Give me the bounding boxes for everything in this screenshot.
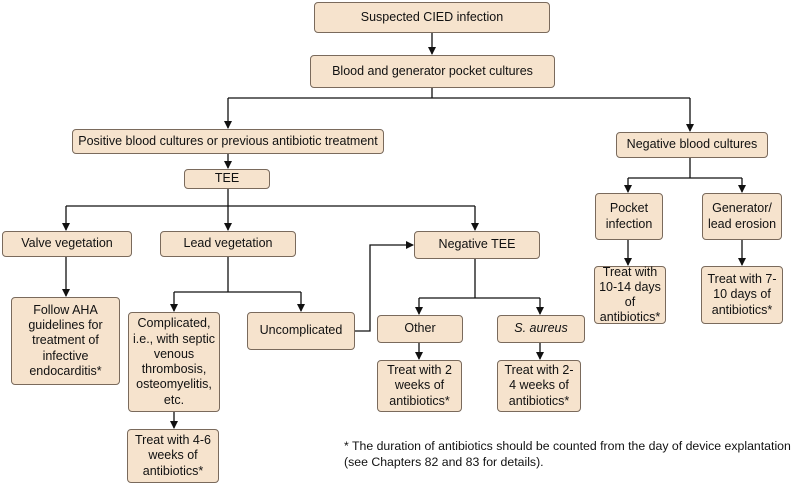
- node-treat-2-4-weeks: Treat with 2-4 weeks of antibiotics*: [497, 360, 581, 412]
- node-negative-tee: Negative TEE: [414, 231, 540, 259]
- node-negative-blood-cultures: Negative blood cultures: [616, 132, 768, 158]
- node-treat-4-6-weeks: Treat with 4-6 weeks of antibiotics*: [127, 429, 219, 483]
- node-treat-2-weeks: Treat with 2 weeks of antibiotics*: [377, 360, 462, 412]
- node-positive-blood-cultures: Positive blood cultures or previous anti…: [72, 129, 384, 154]
- node-follow-aha-guidelines: Follow AHA guidelines for treatment of i…: [11, 297, 120, 385]
- node-s-aureus: S. aureus: [497, 315, 585, 343]
- arrow-uncomplicated-to-negative-tee: [355, 241, 414, 332]
- node-treat-10-14-days: Treat with 10-14 days of antibiotics*: [594, 265, 666, 324]
- node-uncomplicated: Uncomplicated: [247, 312, 355, 350]
- node-suspected-cied-infection: Suspected CIED infection: [314, 2, 550, 33]
- node-generator-lead-erosion: Generator/ lead erosion: [702, 193, 782, 240]
- node-other: Other: [377, 315, 463, 343]
- node-tee: TEE: [184, 169, 270, 189]
- node-valve-vegetation: Valve vegetation: [2, 231, 132, 257]
- node-treat-7-10-days: Treat with 7-10 days of antibiotics*: [701, 266, 783, 324]
- node-complicated: Complicated, i.e., with septic venous th…: [128, 312, 220, 412]
- node-blood-pocket-cultures: Blood and generator pocket cultures: [310, 55, 555, 88]
- footnote: * The duration of antibiotics should be …: [344, 439, 791, 470]
- node-pocket-infection: Pocket infection: [595, 193, 663, 240]
- node-lead-vegetation: Lead vegetation: [160, 231, 296, 257]
